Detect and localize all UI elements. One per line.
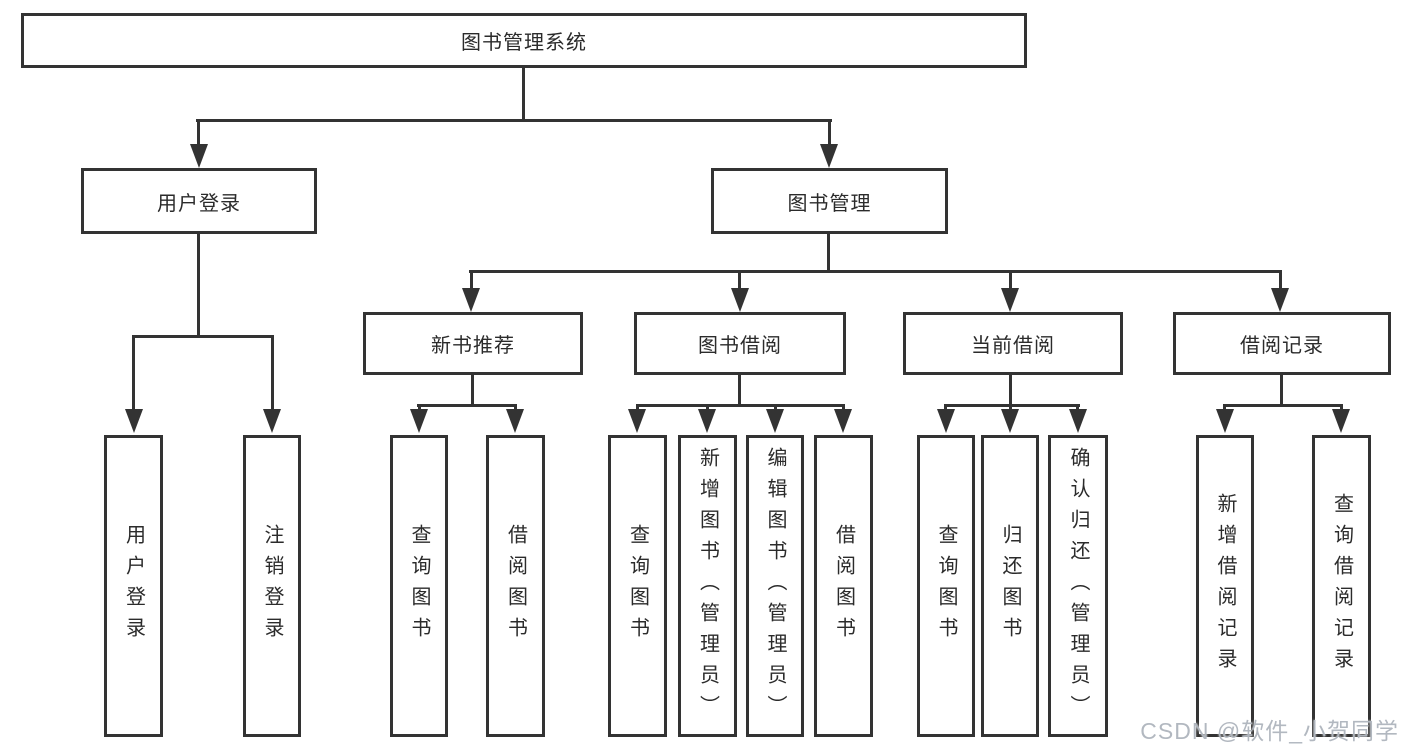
leaf-label: 归还图书 — [999, 524, 1021, 648]
connector-s1-c1-drop — [418, 404, 421, 413]
connector-section2-drop — [738, 270, 741, 290]
connector-s1-c2-drop — [514, 404, 517, 413]
arrow-down-icon — [125, 409, 143, 433]
connector-section4-drop — [1279, 270, 1282, 290]
arrow-down-icon — [263, 409, 281, 433]
leaf-return-book: 归还图书 — [981, 435, 1039, 737]
connector-s2-c2-drop — [706, 404, 709, 413]
node-root-label: 图书管理系统 — [461, 32, 587, 54]
node-book-manage: 图书管理 — [711, 168, 948, 234]
node-root: 图书管理系统 — [21, 13, 1027, 68]
connector-s4-stem — [1280, 375, 1283, 407]
connector-s3-rail — [944, 404, 1080, 407]
leaf-label: 查询图书 — [408, 524, 430, 648]
connector-s4-c1-drop — [1223, 404, 1226, 413]
node-book-borrow: 图书借阅 — [634, 312, 846, 375]
connector-section3-drop — [1009, 270, 1012, 290]
arrow-down-icon — [628, 409, 646, 433]
connector-manage-drop — [828, 119, 831, 146]
connector-s4-c2-drop — [1340, 404, 1343, 413]
leaf-query-book-1: 查询图书 — [390, 435, 448, 737]
connector-s1-stem — [471, 375, 474, 407]
leaf-user-login: 用户登录 — [104, 435, 163, 737]
connector-s2-stem — [738, 375, 741, 407]
arrow-down-icon — [1271, 288, 1289, 312]
connector-sections-rail — [469, 270, 1282, 273]
leaf-label: 查询借阅记录 — [1330, 493, 1353, 679]
connector-s2-c3-drop — [774, 404, 777, 413]
leaf-query-borrow-record: 查询借阅记录 — [1312, 435, 1371, 737]
arrow-down-icon — [190, 144, 208, 168]
connector-level2-rail — [196, 119, 832, 122]
node-borrow-record: 借阅记录 — [1173, 312, 1391, 375]
connector-s2-rail — [636, 404, 845, 407]
leaf-label: 查询图书 — [626, 524, 649, 648]
arrow-down-icon — [937, 409, 955, 433]
leaf-query-book-2: 查询图书 — [608, 435, 667, 737]
leaf-label: 新增图书（管理员） — [696, 446, 719, 726]
connector-root-stem — [522, 68, 525, 121]
node-label: 当前借阅 — [971, 335, 1055, 357]
node-current-borrow: 当前借阅 — [903, 312, 1123, 375]
leaf-add-borrow-record: 新增借阅记录 — [1196, 435, 1254, 737]
leaf-label: 借阅图书 — [832, 524, 855, 648]
leaf-label: 用户登录 — [122, 524, 145, 648]
leaf-label: 借阅图书 — [504, 524, 527, 648]
connector-section1-drop — [470, 270, 473, 290]
arrow-down-icon — [1069, 409, 1087, 433]
node-label: 新书推荐 — [431, 335, 515, 357]
connector-s2-c1-drop — [636, 404, 639, 413]
arrow-down-icon — [1216, 409, 1234, 433]
connector-s3-c2-drop — [1009, 404, 1012, 413]
arrow-down-icon — [834, 409, 852, 433]
connector-login-child1-drop — [132, 335, 135, 411]
node-label: 借阅记录 — [1240, 335, 1324, 357]
leaf-add-book-admin: 新增图书（管理员） — [678, 435, 737, 737]
connector-login-stem — [197, 234, 200, 337]
leaf-label: 注销登录 — [261, 524, 283, 648]
leaf-borrow-book-1: 借阅图书 — [486, 435, 545, 737]
connector-s3-c1-drop — [944, 404, 947, 413]
leaf-label: 新增借阅记录 — [1214, 493, 1236, 679]
connector-login-drop — [197, 119, 200, 146]
connector-s4-rail — [1223, 404, 1343, 407]
arrow-down-icon — [506, 409, 524, 433]
node-new-book-recommend: 新书推荐 — [363, 312, 583, 375]
arrow-down-icon — [731, 288, 749, 312]
leaf-confirm-return-admin: 确认归还（管理员） — [1048, 435, 1108, 737]
leaf-logout: 注销登录 — [243, 435, 301, 737]
leaf-query-book-3: 查询图书 — [917, 435, 975, 737]
connector-login-child2-drop — [271, 335, 274, 411]
leaf-borrow-book-2: 借阅图书 — [814, 435, 873, 737]
connector-login-rail — [132, 335, 274, 338]
connector-s3-c3-drop — [1076, 404, 1079, 413]
connector-s3-stem — [1009, 375, 1012, 407]
arrow-down-icon — [1001, 288, 1019, 312]
leaf-label: 确认归还（管理员） — [1067, 446, 1089, 726]
node-label: 用户登录 — [157, 192, 241, 215]
node-label: 图书借阅 — [698, 335, 782, 357]
connector-manage-stem — [827, 234, 830, 273]
arrow-down-icon — [462, 288, 480, 312]
connector-s1-rail — [417, 404, 517, 407]
arrow-down-icon — [1001, 409, 1019, 433]
arrow-down-icon — [698, 409, 716, 433]
arrow-down-icon — [820, 144, 838, 168]
leaf-label: 编辑图书（管理员） — [764, 446, 786, 726]
arrow-down-icon — [766, 409, 784, 433]
leaf-label: 查询图书 — [935, 524, 957, 648]
connector-s2-c4-drop — [842, 404, 845, 413]
leaf-edit-book-admin: 编辑图书（管理员） — [746, 435, 804, 737]
arrow-down-icon — [410, 409, 428, 433]
arrow-down-icon — [1332, 409, 1350, 433]
node-label: 图书管理 — [787, 192, 872, 215]
node-user-login: 用户登录 — [81, 168, 317, 234]
